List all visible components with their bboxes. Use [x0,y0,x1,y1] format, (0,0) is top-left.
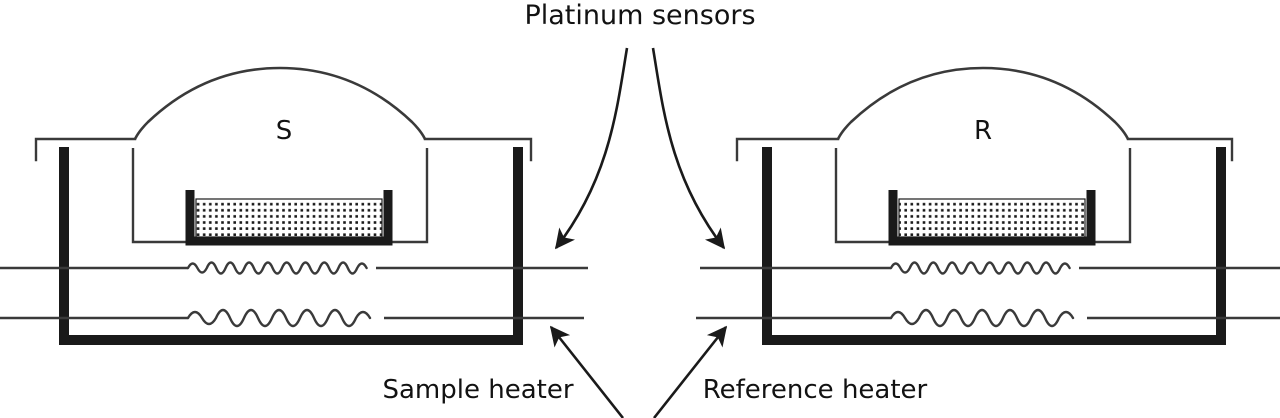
platinum-sensors-arrow-right [651,47,726,250]
reference-heater-coil [889,308,1075,328]
sample-cell-group: S [0,66,588,345]
platinum-sensors-label: Platinum sensors [524,0,755,31]
sample-heater-label: Sample heater [382,375,573,405]
sample-furnace-wall [59,147,523,345]
reference-material-fill [899,199,1085,237]
reference-furnace-wall [762,147,1226,345]
reference-material-outline [898,198,1086,238]
reference-cell-group: R [696,66,1280,345]
reference-dome-lid [836,66,1130,140]
reference-heater-arrow [652,325,728,418]
sample-cell-letter: S [276,116,293,146]
sample-sensor-coil [186,261,368,275]
sample-pan-body [185,190,393,246]
platinum-sensors-arrow-left [554,47,629,250]
sample-heater-coil [186,308,372,328]
sample-material-fill [196,199,382,237]
sample-material-outline [195,198,383,238]
sample-heater-arrow [549,325,625,418]
reference-sensor-coil [889,261,1071,275]
sample-dome-lid [133,66,427,140]
reference-cell-letter: R [974,116,992,146]
sample-lid-flange [34,137,533,162]
reference-lid-flange [735,137,1234,162]
reference-pan-body [888,190,1096,246]
reference-heater-label: Reference heater [703,375,928,405]
